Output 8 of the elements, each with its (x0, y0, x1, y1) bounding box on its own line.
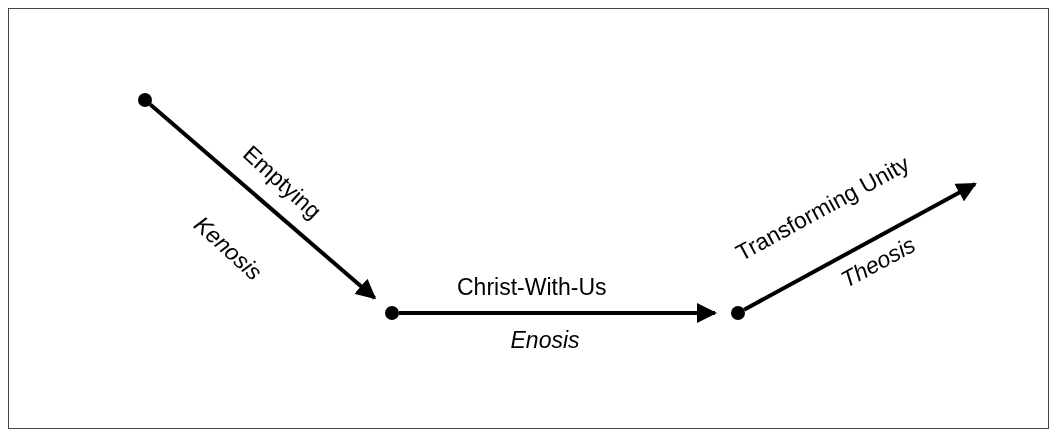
arrow (743, 182, 977, 312)
start-dot (385, 306, 399, 320)
term-label: Enosis (510, 326, 580, 354)
start-dot (138, 93, 152, 107)
start-dot (731, 306, 745, 320)
edge-label: Christ-With-Us (457, 273, 607, 301)
arrow (399, 303, 717, 323)
arrow (149, 103, 377, 300)
